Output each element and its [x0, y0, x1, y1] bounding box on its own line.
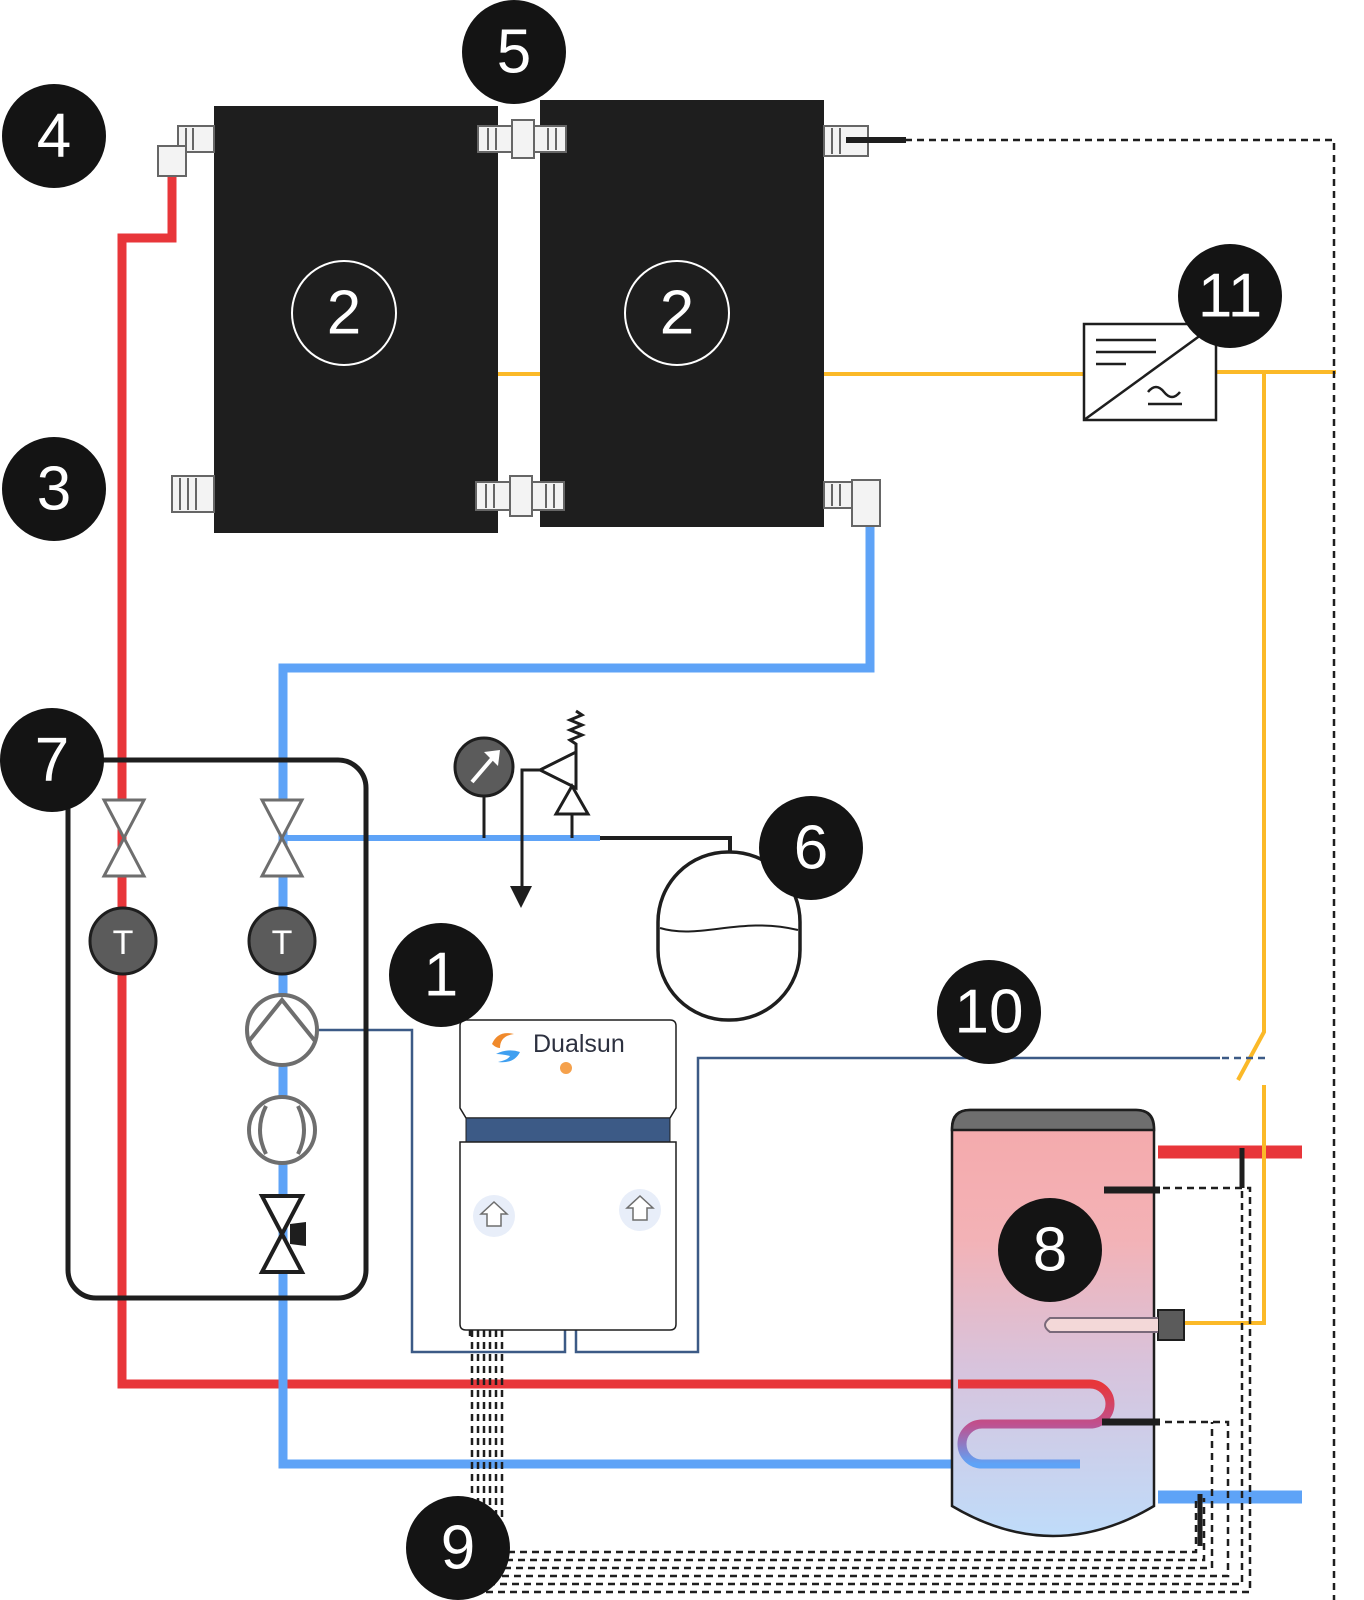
ball-valve-right — [259, 798, 305, 878]
thermometer-right-label: T — [272, 924, 293, 962]
badge-4-label: 4 — [37, 102, 71, 171]
badge-10: 10 — [937, 960, 1041, 1064]
pvt-panel-left — [214, 106, 498, 533]
flow-meter — [247, 1095, 317, 1165]
status-led — [560, 1062, 572, 1074]
badge-8: 8 — [998, 1198, 1102, 1302]
cold-pipe — [278, 525, 1080, 1469]
brand-name: Dualsun — [533, 1030, 625, 1058]
controller-unit — [459, 1019, 677, 1331]
pressure-gauge — [453, 736, 515, 838]
thermometer-right — [247, 906, 317, 976]
union-coupler-bottom — [475, 475, 565, 517]
panel-number-ring-right — [624, 260, 730, 366]
electric-line — [497, 370, 1336, 1325]
plug-fitting-bottom-left — [171, 475, 215, 513]
badge-9-label: 9 — [441, 1514, 475, 1583]
panel-number-right: 2 — [660, 279, 694, 348]
badge-3: 3 — [2, 437, 106, 541]
badge-1: 1 — [389, 923, 493, 1027]
inverter — [1082, 322, 1218, 422]
cable-gland-right-icon — [619, 1189, 661, 1231]
elbow-fitting-bottom-right — [823, 479, 881, 527]
badge-11-label: 11 — [1198, 262, 1262, 331]
panel-number-left: 2 — [327, 279, 361, 348]
heat-exchanger-coil — [957, 1379, 1115, 1469]
badge-11: 11 — [1178, 244, 1282, 348]
badge-6: 6 — [759, 796, 863, 900]
thermometer-left-label: T — [113, 924, 134, 962]
badge-10-label: 10 — [955, 978, 1024, 1047]
control-wire — [318, 1028, 1220, 1354]
badge-3-label: 3 — [37, 455, 71, 524]
thermometer-left — [88, 906, 158, 976]
badge-6-label: 6 — [794, 814, 828, 883]
elbow-fitting-top-left — [157, 125, 215, 177]
badge-7: 7 — [0, 708, 104, 812]
badge-5-label: 5 — [497, 18, 531, 87]
badge-7-label: 7 — [35, 726, 69, 795]
immersion-heater — [1044, 1309, 1185, 1341]
badge-4: 4 — [2, 84, 106, 188]
balancing-valve — [258, 1194, 306, 1274]
badge-5: 5 — [462, 0, 566, 104]
union-coupler-top — [477, 119, 567, 159]
badge-1-label: 1 — [424, 941, 458, 1010]
ball-valve-left — [101, 798, 147, 878]
expansion-pipe — [600, 836, 732, 852]
discharge-arrow — [510, 886, 532, 908]
expansion-vessel — [656, 850, 802, 1022]
panel-number-ring-left — [291, 260, 397, 366]
hot-pipe — [117, 174, 958, 1389]
circulation-pump — [245, 993, 319, 1067]
dualsun-logo-icon — [492, 1033, 520, 1063]
hydraulic-group-frame — [65, 757, 369, 1301]
badge-9: 9 — [406, 1496, 510, 1600]
pvt-panel-right — [540, 100, 824, 527]
safety-valve — [520, 709, 591, 900]
badge-8-label: 8 — [1033, 1216, 1067, 1285]
cable-gland-left-icon — [473, 1195, 515, 1237]
